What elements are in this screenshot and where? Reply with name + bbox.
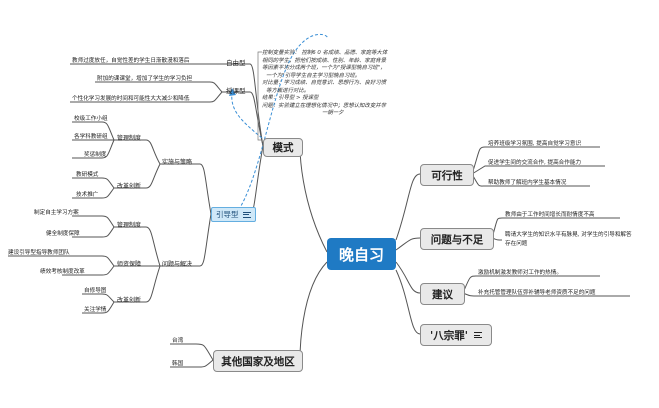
- note-line: 问题：实验建立在理想化情况中；思想认知改变并非: [262, 102, 386, 109]
- region-item: 台湾: [172, 338, 184, 344]
- strategy-system-item: 奖惩制度: [84, 152, 107, 158]
- mode-lecture[interactable]: 授课型: [226, 88, 246, 95]
- strategy-reform-item: 教研模式: [76, 172, 99, 178]
- suggestion-item: 补充托管管理队伍弥补辅导老师资质不足的问题: [478, 290, 596, 296]
- mode-free[interactable]: 自由型: [226, 60, 246, 67]
- topic-feasibility-label: 可行性: [431, 169, 463, 182]
- note-line: 一个为"引导学生自主学习型晚自习班。: [266, 72, 361, 79]
- note-line: 相同的学生，把他们按成绩、性别、年龄、家庭背景: [262, 57, 386, 64]
- strategy-system-item: 校级工作小组: [74, 116, 108, 122]
- note-line: 一朝一夕: [322, 110, 344, 116]
- solution-system-item: 健全制度保障: [46, 231, 80, 237]
- strategy-system[interactable]: 管理制度: [117, 135, 142, 142]
- topic-suggestion-label: 建议: [432, 288, 453, 301]
- topic-eight-sins[interactable]: '八宗罪': [420, 324, 492, 346]
- region-item: 韩国: [172, 361, 184, 367]
- strategy-system-item: 各学科教研组: [74, 134, 108, 140]
- suggestion-item: 激励机制激发教师对工作的热情。: [478, 270, 562, 276]
- guide-problem-solution[interactable]: 问题与解决: [162, 261, 193, 268]
- notes-icon: [473, 332, 482, 338]
- topic-feasibility[interactable]: 可行性: [420, 164, 474, 186]
- note-line: 对比量：学习成绩、自觉意识、思想行为、良好习惯: [262, 80, 386, 86]
- solution-reform-item: 关注学情: [84, 307, 107, 313]
- mode-free-label: 自由型: [226, 59, 246, 67]
- topic-mode[interactable]: 模式: [263, 138, 303, 157]
- topic-mode-label: 模式: [272, 142, 294, 154]
- feasibility-item: 促进学生间的交流合作, 提高合作能力: [488, 160, 582, 166]
- note-line: 等因素平均分成两个班，一个为"授课型晚自习班"，: [262, 65, 386, 71]
- feasibility-item: 培养班级学习氛围, 提高自觉学习意识: [488, 141, 582, 147]
- solution-reform-item: 自修导图: [84, 288, 107, 294]
- guide-strategy[interactable]: 实施与策略: [162, 159, 193, 166]
- note-line: 等方面进行对比。: [266, 87, 310, 94]
- solution-system[interactable]: 管理制度: [117, 222, 142, 229]
- mode-guide-label: 引导型: [216, 210, 239, 219]
- note-line: 结果：引导型 > 授课型: [262, 95, 319, 101]
- note-line: 控制变量实验： 控制6 0 名成绩、品德、家庭等大体: [262, 50, 388, 56]
- mode-free-desc: 教师过度放任，自觉性差的学生日渐散漫和落后: [72, 58, 190, 64]
- problems-item: 教师由于工作时间增长而耐情度不高: [505, 212, 595, 218]
- solution-guarantee[interactable]: 师资保障: [117, 261, 142, 268]
- solution-reform[interactable]: 改革创新: [117, 297, 142, 304]
- mode-lecture-label: 授课型: [226, 87, 246, 95]
- root-topic[interactable]: 晚自习: [327, 238, 396, 270]
- solution-guarantee-item: 建设引导型指导教师团队: [8, 250, 70, 256]
- strategy-reform[interactable]: 改革创新: [117, 183, 142, 190]
- topic-eight-sins-label: '八宗罪': [430, 329, 468, 342]
- problems-item: 聘请大学生的知识水平有脉晃, 对学生的引导和解答: [505, 232, 632, 238]
- topic-problems[interactable]: 问题与不足: [420, 228, 494, 250]
- root-label: 晚自习: [338, 245, 384, 264]
- strategy-reform-item: 技术推广: [76, 192, 99, 198]
- topic-problems-label: 问题与不足: [430, 233, 484, 246]
- feasibility-item: 帮助教师了解班内学生基本情况: [488, 180, 567, 186]
- topic-suggestion[interactable]: 建议: [420, 283, 465, 305]
- mode-guide[interactable]: 引导型: [211, 207, 256, 222]
- topic-other-regions-label: 其他国家及地区: [221, 355, 295, 368]
- solution-system-item: 制定自主学习方案: [34, 210, 79, 216]
- topic-other-regions[interactable]: 其他国家及地区: [213, 350, 303, 372]
- mode-lecture-desc-2: 个性化学习发展的时间和可能性大大减少和降低: [72, 96, 190, 102]
- solution-guarantee-item: 绩效考核制度改革: [40, 269, 85, 275]
- mode-lecture-desc-1: 附加的课课堂，增加了学生的学习负担: [97, 76, 193, 82]
- notes-icon: [242, 211, 251, 218]
- problems-item: 存在问题: [505, 241, 528, 247]
